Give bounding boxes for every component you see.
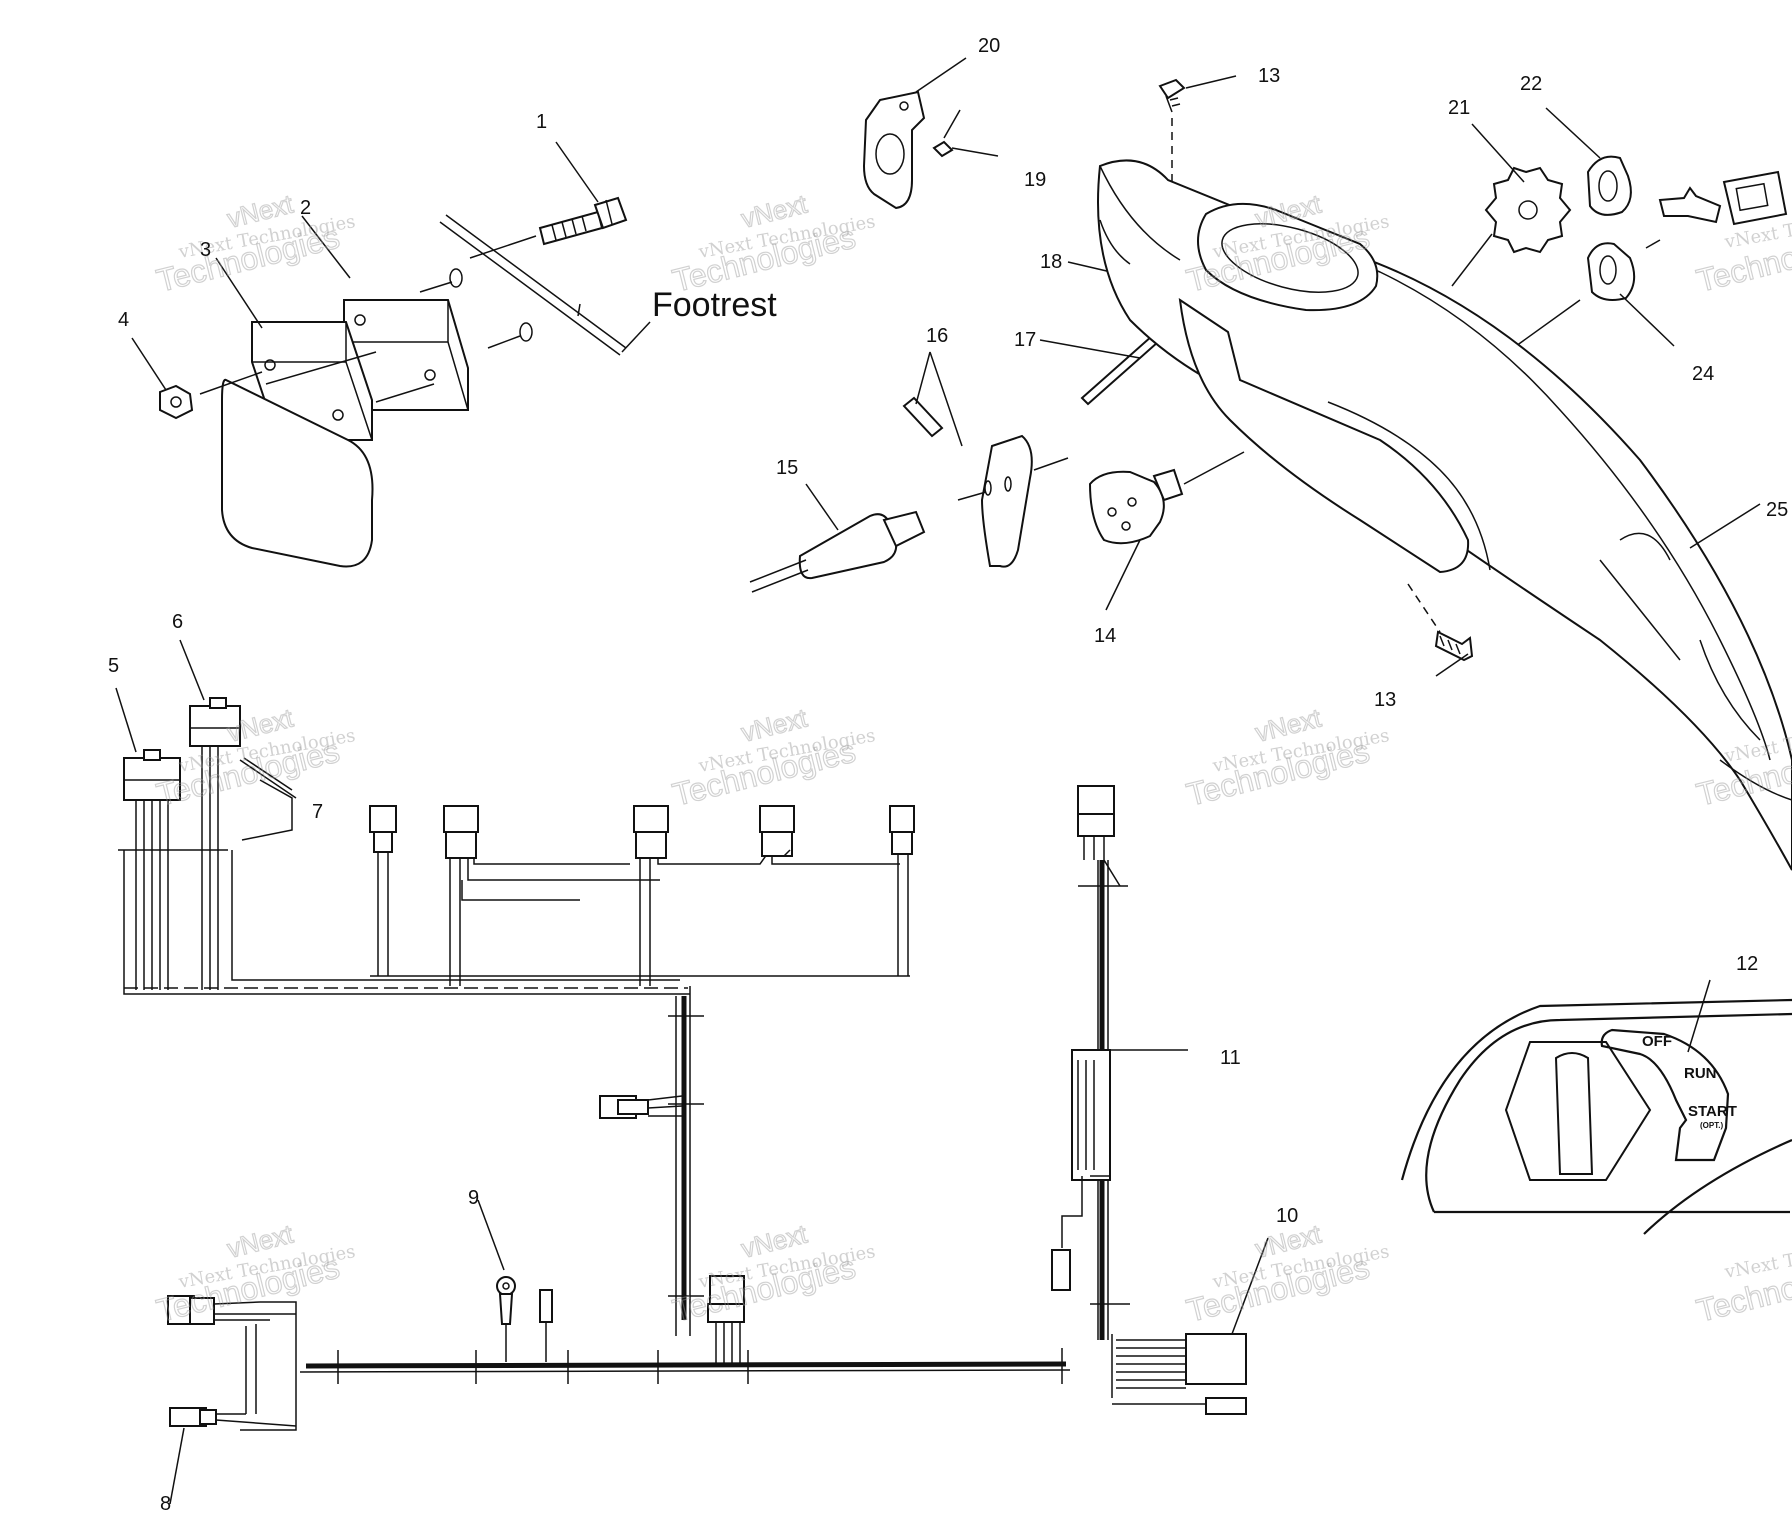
callout-7: 7 (312, 801, 323, 823)
callout-12: 12 (1736, 953, 1758, 975)
bracket-part-20 (862, 57, 967, 210)
connector-part-6 (189, 697, 241, 990)
connector-part-5 (123, 749, 181, 990)
callout-18: 18 (1040, 251, 1062, 273)
bolt-part-1 (538, 196, 628, 246)
key-part (1658, 170, 1788, 226)
nut-part-4 (159, 384, 194, 420)
callout-13-bottom: 13 (1374, 689, 1396, 711)
side-connector (599, 1095, 683, 1119)
callout-11: 11 (1220, 1047, 1241, 1069)
footrest-pad-part-3 (221, 321, 374, 568)
callout-22: 22 (1520, 73, 1542, 95)
callout-4: 4 (118, 309, 129, 331)
handlebar-assembly (749, 57, 1792, 871)
switch-off-label: OFF (1642, 1033, 1672, 1050)
ring-terminal-part-9 (477, 1199, 553, 1362)
switch-run-label: RUN (1684, 1065, 1717, 1082)
connector-part-14 (1088, 451, 1245, 611)
callout-8: 8 (160, 1493, 171, 1515)
footrest-assembly (131, 141, 651, 568)
callout-21: 21 (1448, 97, 1470, 119)
callout-19: 19 (1024, 169, 1046, 191)
footrest-label: Footrest (652, 286, 777, 324)
gear-part-21 (1451, 123, 1572, 287)
switch-start-label: START (1688, 1103, 1737, 1120)
callout-1: 1 (536, 111, 547, 133)
callout-17: 17 (1014, 329, 1036, 351)
switch-part-15 (749, 483, 926, 593)
callout-10: 10 (1276, 1205, 1298, 1227)
relay-connector (707, 1275, 745, 1364)
callout-5: 5 (108, 655, 119, 677)
callout-2: 2 (300, 197, 311, 219)
callout-13-top: 13 (1258, 65, 1280, 87)
switch-start-note: (OPT.) (1700, 1121, 1723, 1130)
connector-part-10 (1111, 1237, 1269, 1415)
connector-part-8 (167, 1295, 297, 1431)
callout-15: 15 (776, 457, 798, 479)
ignition-switch-knob (1504, 1041, 1652, 1181)
callout-3: 3 (200, 239, 211, 261)
callout-25: 25 (1766, 499, 1788, 521)
callout-9: 9 (468, 1187, 479, 1209)
harness-part-11 (1051, 785, 1188, 1340)
wiring-harness (115, 639, 1269, 1505)
ignition-switch-panel (1400, 979, 1792, 1235)
top-connectors (124, 805, 915, 989)
callout-14: 14 (1094, 625, 1116, 647)
callout-6: 6 (172, 611, 183, 633)
callout-24: 24 (1692, 363, 1714, 385)
callout-16: 16 (926, 325, 948, 347)
callout-20: 20 (978, 35, 1000, 57)
handlebar-housing-part-25 (1097, 159, 1792, 871)
